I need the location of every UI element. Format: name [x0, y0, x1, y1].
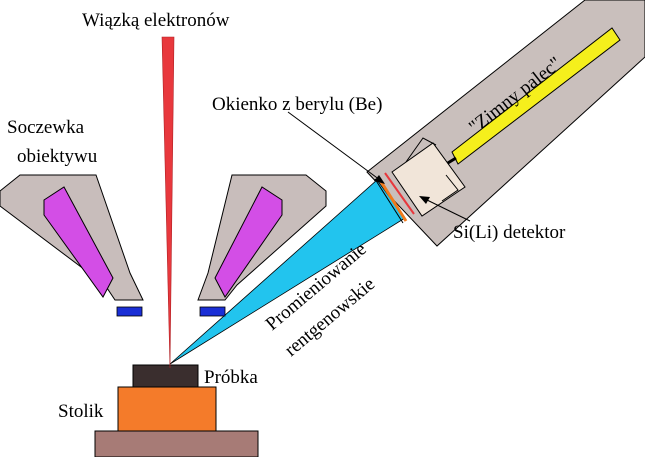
be-window-outline: [374, 178, 404, 224]
electron-beam: [161, 36, 175, 369]
detector-arrowhead: [419, 196, 430, 204]
detector-label: Si(Li) detektor: [453, 222, 566, 243]
be-window-orange: [376, 176, 408, 222]
detector-pointer: [424, 198, 471, 222]
sample: [132, 364, 199, 388]
stage-label: Stolik: [58, 401, 104, 422]
objective-lens-label-1: Soczewka: [7, 117, 85, 138]
lens-right-coil: [214, 186, 283, 298]
be-window-pointer: [287, 111, 381, 181]
sample-label: Próbka: [204, 367, 258, 388]
detector-clip-right: [441, 174, 459, 202]
detector-clip-top: [405, 137, 437, 163]
objective-lens-label-2: obiektywu: [17, 146, 98, 167]
electron-beam-label: Wiązką elektronów: [82, 10, 230, 31]
stage-top: [117, 386, 217, 432]
be-window-red: [384, 172, 415, 215]
lens-left-coil: [43, 186, 114, 298]
pole-piece-right: [199, 306, 226, 317]
be-window-arrowhead: [374, 175, 385, 184]
be-window-label: Okienko z berylu (Be): [212, 94, 382, 115]
cold-finger: [451, 27, 621, 165]
stage-base: [94, 430, 259, 457]
pole-piece-left: [116, 306, 143, 317]
